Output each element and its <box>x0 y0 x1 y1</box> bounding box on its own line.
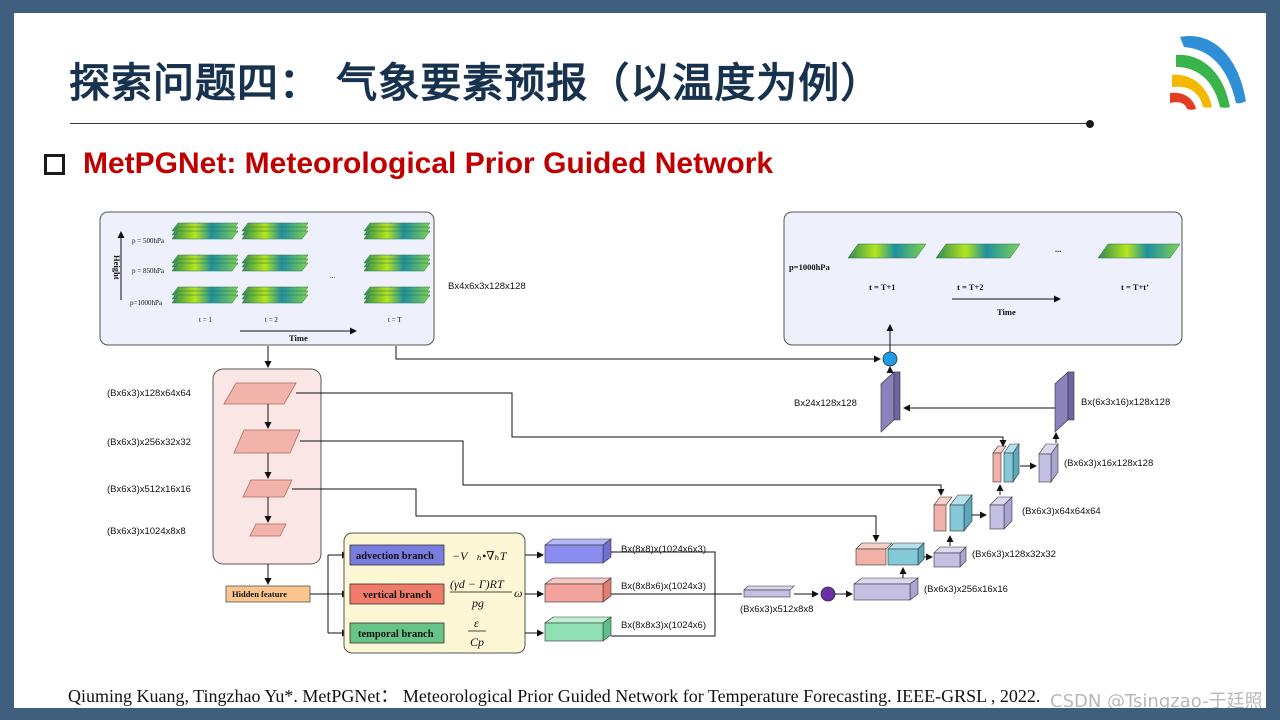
divider-end-dot <box>1086 120 1094 128</box>
encoder-shape-3: (Bx6x3)x512x16x16 <box>107 484 191 495</box>
input-time-axis-label: Time <box>289 333 308 343</box>
title-divider <box>70 123 1088 124</box>
branch-panel: advection branch vertical branch tempora… <box>343 532 526 654</box>
height-axis-label: Height <box>112 255 122 280</box>
encoder: (Bx6x3)x128x64x64 (Bx6x3)x256x32x32 (Bx6… <box>107 368 322 565</box>
subtitle-text: MetPGNet: Meteorological Prior Guided Ne… <box>83 147 774 180</box>
skip-block-2 <box>933 496 953 532</box>
output-time-1: t = T+1 <box>869 282 896 292</box>
vertical-output-shape: Bx(8x8x6)x(1024x3) <box>621 581 706 592</box>
vertical-output-block <box>544 577 612 603</box>
bullet-square-icon <box>44 153 65 175</box>
output-ellipsis: ... <box>1055 244 1061 254</box>
head-block-1 <box>880 371 901 433</box>
encoder-shape-1: (Bx6x3)x128x64x64 <box>107 388 191 399</box>
attention-block-3 <box>887 542 925 566</box>
hidden-feature-label: Hidden feature <box>232 589 287 599</box>
attention-block-2 <box>949 494 973 532</box>
temporal-formula-denominator: Cp <box>470 635 484 649</box>
pressure-label-850: p = 850hPa <box>132 267 165 275</box>
head-shape-1: Bx24x128x128 <box>794 398 857 409</box>
output-time-axis-label: Time <box>997 307 1016 317</box>
advection-branch-box <box>349 544 445 566</box>
input-time-2: t = 2 <box>265 316 278 324</box>
pressure-label-500: p = 500hPa <box>132 237 165 245</box>
skip-block-1 <box>992 445 1007 483</box>
temporal-branch-label: temporal branch <box>358 629 434 640</box>
vertical-formula-denominator: pg <box>471 596 484 610</box>
decoder-block-2 <box>933 546 967 568</box>
head-block-2 <box>1054 371 1075 433</box>
decoder-block-3 <box>989 496 1013 530</box>
encoder-shape-2: (Bx6x3)x256x32x32 <box>107 437 191 448</box>
watermark: CSDN @Tsingzao-于廷照 <box>1050 691 1263 708</box>
attention-block-1 <box>1003 443 1020 483</box>
vertical-formula-omega: ω <box>514 586 522 600</box>
decoder-block-1 <box>853 577 919 601</box>
metpgnet-architecture-diagram: p = 500hPa p = 850hPa p=1000hPa Height .… <box>99 211 1183 654</box>
temporal-output-shape: Bx(8x8x3)x(1024x6) <box>621 620 706 631</box>
brand-logo-icon <box>1170 36 1246 110</box>
vertical-branch-label: vertical branch <box>363 590 432 601</box>
output-panel: p=1000hPa ... t = T+1 t = T+2 t = T+t’ T… <box>783 211 1183 346</box>
input-shape-label: Bx4x6x3x128x128 <box>448 281 526 292</box>
section-subtitle: MetPGNet: Meteorological Prior Guided Ne… <box>44 147 773 181</box>
slide: 探索问题四： 气象要素预报（以温度为例） MetPGNet: Meteorolo… <box>14 13 1266 708</box>
input-time-T: t = T <box>388 316 402 324</box>
output-time-t: t = T+t’ <box>1121 282 1149 292</box>
head-shape-2: Bx(6x3x16)x128x128 <box>1081 397 1170 408</box>
merge-feature-block <box>743 589 791 598</box>
input-time-1: t = 1 <box>199 316 212 324</box>
citation: Qiuming Kuang, Tingzhao Yu*. MetPGNet： M… <box>68 686 1041 706</box>
temporal-output-block <box>544 616 612 642</box>
input-panel: p = 500hPa p = 850hPa p=1000hPa Height .… <box>99 211 526 346</box>
decoder-shape-3: (Bx6x3)x64x64x64 <box>1022 506 1101 517</box>
temporal-formula-numerator: ε <box>474 616 479 630</box>
advection-output-block <box>544 538 612 564</box>
decoder-block-4 <box>1038 443 1059 483</box>
advection-formula: −V⃗ₕ•∇ₕT <box>452 549 508 563</box>
skip-block-3 <box>855 542 893 566</box>
output-time-2: t = T+2 <box>957 282 984 292</box>
advection-output-shape: Bx(8x8)x(1024x6x3) <box>621 544 706 555</box>
merge-node <box>820 586 836 602</box>
pressure-label-1000: p=1000hPa <box>130 299 163 307</box>
decoder-shape-1: (Bx6x3)x256x16x16 <box>924 584 1008 595</box>
decoder-shape-4: (Bx6x3)x16x128x128 <box>1064 458 1153 469</box>
slide-title: 探索问题四： 气象要素预报（以温度为例） <box>69 59 883 107</box>
vertical-branch-box <box>349 583 445 605</box>
output-pressure-label: p=1000hPa <box>789 262 830 272</box>
hidden-feature-block: Hidden feature <box>225 585 311 603</box>
add-node <box>882 351 898 367</box>
vertical-formula-numerator: (γd − Γ)RT <box>450 577 505 591</box>
encoder-shape-4: (Bx6x3)x1024x8x8 <box>107 526 186 537</box>
input-ellipsis: ... <box>330 272 336 280</box>
decoder-shape-2: (Bx6x3)x128x32x32 <box>972 549 1056 560</box>
temporal-branch-box <box>349 622 445 644</box>
advection-branch-label: advection branch <box>356 551 434 562</box>
merge-shape-label: (Bx6x3)x512x8x8 <box>740 604 813 615</box>
